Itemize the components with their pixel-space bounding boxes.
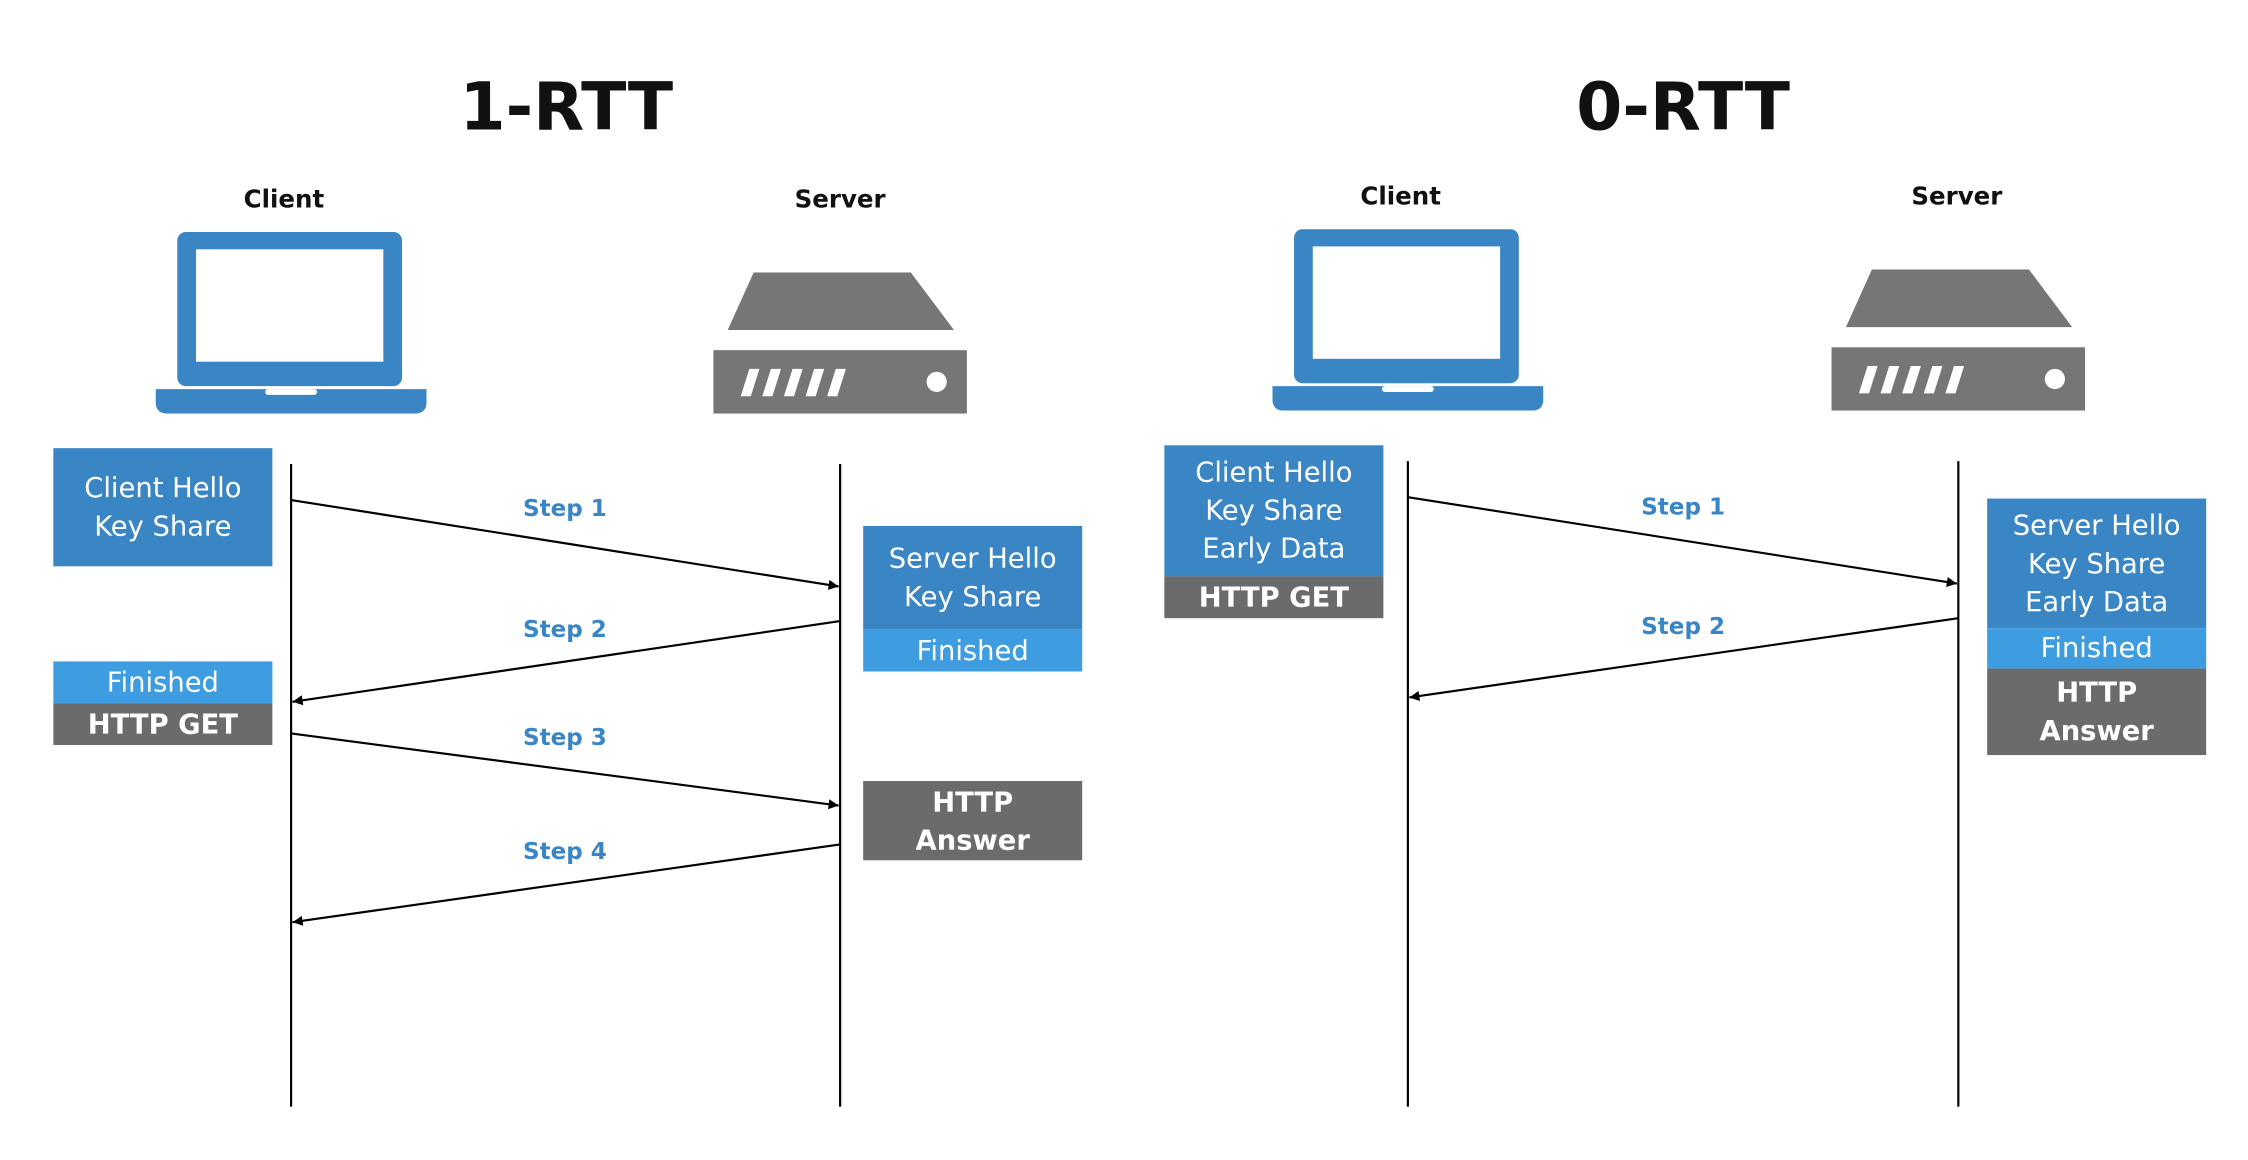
box-text: HTTP Answer (916, 787, 1031, 856)
box-text: Finished (917, 636, 1029, 667)
server-label: Server (1911, 182, 2002, 211)
step-arrow: Step 3 (290, 725, 839, 810)
step-arrow: Step 2 (292, 617, 841, 706)
arrow-line (1407, 496, 1958, 588)
box-background (1987, 668, 2207, 756)
box-background (1987, 498, 2207, 629)
box-text: Finished (107, 668, 219, 699)
box-line: Server Hello (889, 544, 1057, 575)
arrow-line (290, 498, 839, 590)
box-line: Client Hello (84, 473, 241, 504)
step-label: Step 1 (1641, 494, 1725, 520)
arrow-line (290, 732, 839, 810)
box-text: Finished (2041, 633, 2153, 664)
box-background (863, 629, 1083, 672)
step-arrow: Step 1 (290, 496, 839, 590)
box-background (53, 703, 273, 745)
box-background (53, 448, 273, 567)
laptop-icon (1272, 229, 1544, 411)
step-label: Step 2 (523, 617, 607, 643)
message-box-finished: Finished (53, 661, 273, 704)
message-box-http-answer: HTTP Answer (1987, 668, 2207, 756)
server-label: Server (795, 185, 886, 214)
box-line: Answer (2040, 716, 2155, 747)
message-box-http-answer: HTTP Answer (863, 781, 1083, 861)
box-line: Early Data (2025, 587, 2168, 618)
step-label: Step 1 (523, 496, 607, 522)
client-label: Client (1360, 182, 1441, 211)
step-arrow: Step 1 (1407, 494, 1958, 588)
diagram-title: 0-RTT (1576, 68, 1790, 146)
server-icon (713, 272, 967, 414)
box-line: Server Hello (2013, 511, 2181, 542)
step-arrow: Step 2 (1409, 614, 1959, 701)
laptop-icon (155, 232, 427, 414)
step-arrow: Step 4 (292, 839, 841, 926)
arrow-line (292, 619, 841, 706)
message-box-finished: Finished (1987, 628, 2207, 669)
step-label: Step 4 (523, 839, 607, 865)
message-box-http-get: HTTP GET (53, 703, 273, 745)
step-label: Step 3 (523, 725, 607, 751)
box-line: HTTP (932, 787, 1013, 818)
server-icon (1831, 269, 2086, 411)
box-line: Key Share (904, 582, 1041, 613)
arrow-line (1409, 617, 1959, 701)
box-line: HTTP (2056, 678, 2137, 709)
box-line: Key Share (1205, 495, 1342, 526)
box-background (1164, 576, 1384, 619)
message-box-finished: Finished (863, 629, 1083, 672)
box-background (1164, 445, 1384, 577)
step-label: Step 2 (1641, 614, 1725, 640)
box-line: Early Data (1202, 534, 1345, 565)
box-background (1987, 628, 2207, 669)
message-box-http-get: HTTP GET (1164, 576, 1384, 619)
box-background (863, 525, 1083, 630)
box-line: Key Share (94, 511, 231, 542)
box-line: Answer (916, 825, 1031, 856)
box-text: HTTP GET (1199, 583, 1350, 614)
box-background (53, 661, 273, 704)
box-text: HTTP Answer (2040, 678, 2155, 747)
client-label: Client (244, 185, 325, 214)
box-line: Key Share (2028, 549, 2165, 580)
arrow-line (292, 843, 841, 926)
box-background (863, 781, 1083, 861)
box-text: HTTP GET (88, 709, 239, 740)
box-line: Client Hello (1195, 457, 1352, 488)
diagram-title: 1-RTT (460, 68, 674, 146)
